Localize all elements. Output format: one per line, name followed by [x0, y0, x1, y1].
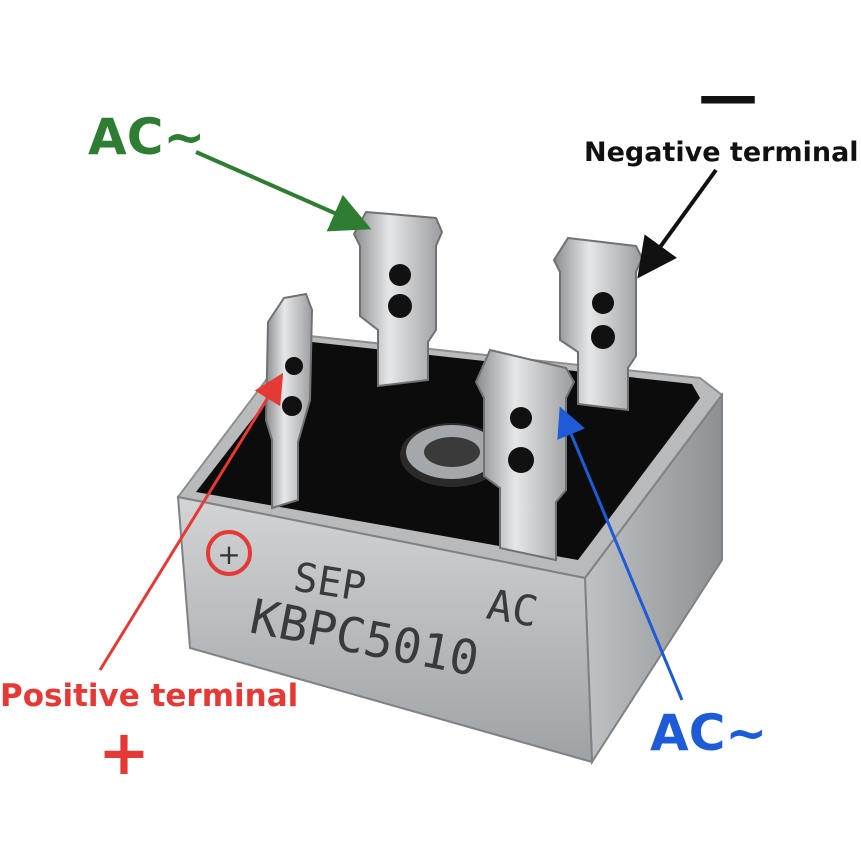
terminal-positive: [264, 292, 314, 510]
arrow-positive: [98, 372, 284, 671]
label-ac-top: AC~: [88, 108, 206, 166]
label-positive-terminal: Positive terminal: [0, 678, 299, 714]
label-negative-terminal: Negative terminal: [584, 137, 859, 168]
brand-logo: SEP: [290, 554, 369, 611]
label-negative-symbol: —: [698, 61, 758, 131]
arrow-ac-top: [195, 150, 372, 232]
terminal-ac-top: [352, 210, 444, 388]
terminal-negative: [552, 236, 644, 412]
label-ac-bottom: AC~: [650, 704, 768, 762]
label-positive-symbol: +: [98, 716, 150, 789]
polarity-highlight-circle: [206, 530, 252, 576]
terminal-ac-front: [474, 348, 576, 562]
polarity-mark: +: [217, 538, 240, 571]
arrow-negative: [637, 168, 718, 279]
pin-marking: AC: [483, 580, 541, 637]
arrow-ac-bottom: [557, 406, 684, 701]
